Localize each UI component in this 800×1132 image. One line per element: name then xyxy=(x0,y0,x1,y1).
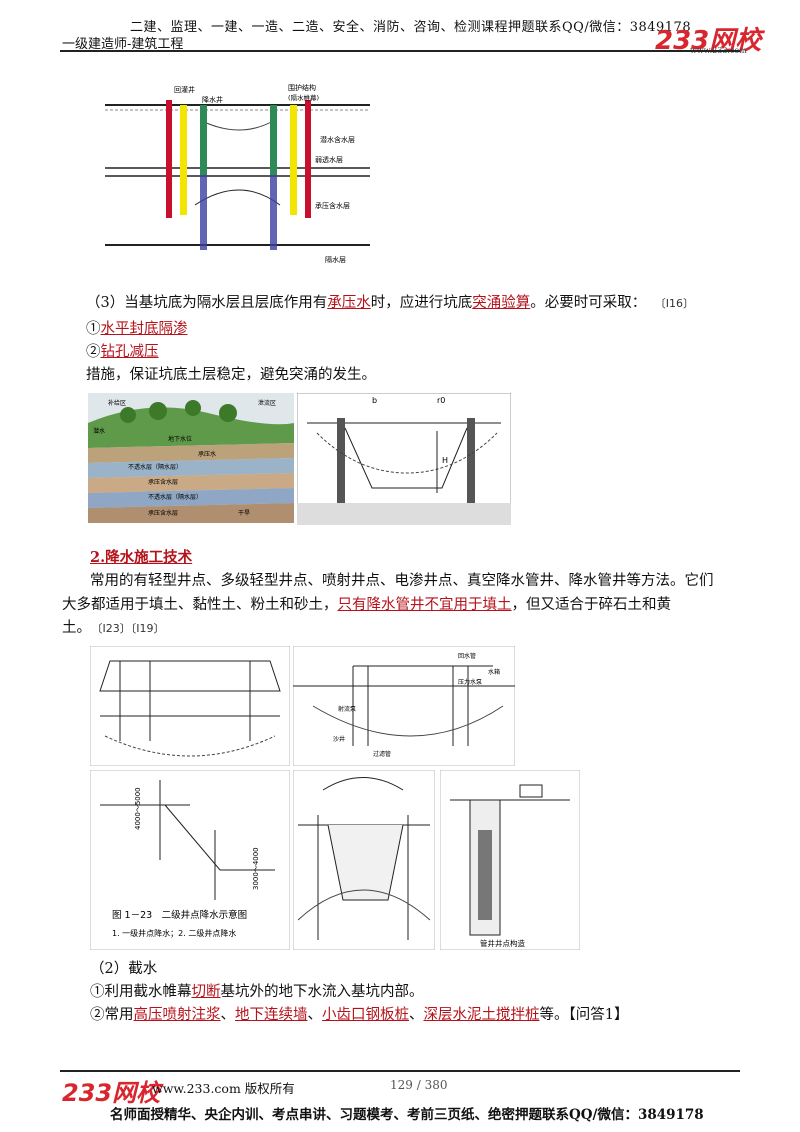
label-tube-well: 管井井点构造 xyxy=(480,938,525,948)
footer-contact-line: 名师面授精华、央企内训、考点串讲、习题模考、考前三页纸、绝密押题联系QQ/微信：… xyxy=(110,1107,704,1123)
figure-caption-title: 图 1－23 二级井点降水示意图 xyxy=(112,909,247,921)
line2-pre: 大多都适用于填土、黏性土、粉土和砂土， xyxy=(62,597,338,613)
label-confined-aquifer2: 承压含水层 xyxy=(148,509,178,517)
label-phreatic: 潜水含水层 xyxy=(320,135,355,144)
para3-post: 。必要时可采取： xyxy=(530,295,647,311)
label-recharge: 回灌井 xyxy=(174,85,195,94)
figure-wells-section: 回灌井 降水井 围护结构 (隔水帷幕) 潜水含水层 弱透水层 承压含水层 隔水层 xyxy=(105,83,370,264)
method-sheet-pile: 小齿口钢板桩 xyxy=(322,1007,409,1023)
label-filter-pipe: 过滤管 xyxy=(373,750,391,758)
header-subject: 一级建造师-建筑工程 xyxy=(62,37,184,52)
item2-prefix: ② xyxy=(86,344,101,360)
label-confined-water: 承压水 xyxy=(198,450,216,458)
footer-logo: 233网校 xyxy=(62,1079,161,1107)
footer-divider xyxy=(60,1070,740,1072)
figure-jet-wellpoint: 回水管 射流泵 压力水泵 水箱 沙井 过滤管 xyxy=(293,646,515,766)
method-cement-mixing: 深层水泥土搅拌桩 xyxy=(423,1007,540,1023)
para3-pre: （3）当基坑底为隔水层且层底作用有 xyxy=(86,295,328,311)
label-discharge-zone: 泄流区 xyxy=(258,399,276,407)
term-uplift-check: 突涌验算 xyxy=(472,295,531,311)
header-contact-line: 二建、监理、一建、一造、二造、安全、消防、咨询、检测课程押题联系QQ/微信：38… xyxy=(130,20,692,35)
exam-tags: 〔Ⅰ23〕〔Ⅰ19〕 xyxy=(97,622,165,635)
section2-line2: 大多都适用于填土、黏性土、粉土和砂土，只有降水管井不宜用于填土，但又适合于碎石土… xyxy=(62,594,671,617)
sep2: 、 xyxy=(307,1007,323,1023)
label-impervious1: 不透水层（隔水层） xyxy=(128,463,182,471)
line3-text: 土。 xyxy=(62,620,91,636)
label-recharge-zone: 补给区 xyxy=(108,399,126,407)
label-confined: 承压含水层 xyxy=(315,201,350,210)
figure-caption-sub: 1. 一级井点降水；2. 二级井点降水 xyxy=(112,928,236,938)
page-number: 129 / 380 xyxy=(390,1078,448,1092)
label-jet-pump: 射流泵 xyxy=(338,705,356,713)
measure-text: 措施，保证坑底土层稳定，避免突涌的发生。 xyxy=(86,367,376,383)
figure-excavation-pit: b r0 H xyxy=(297,393,511,525)
header-divider xyxy=(60,50,740,52)
dim-h: H xyxy=(442,456,448,465)
filter-left xyxy=(200,175,207,250)
cutoff-line1: ①利用截水帷幕切断基坑外的地下水流入基坑内部。 xyxy=(90,981,424,1004)
cutoff-line2-post: 等。【问答1】 xyxy=(539,1007,629,1023)
label-dewatering: 降水井 xyxy=(202,95,223,104)
recharge-well-right xyxy=(305,100,311,218)
figure-aquifer-landscape: 补给区 潜水 地下水位 承压水 不透水层（隔水层） 承压含水层 不透水层（隔水层… xyxy=(88,393,294,523)
dewatering-well-left xyxy=(200,105,207,175)
dim-r0: r0 xyxy=(437,396,445,405)
section2-line3: 土。〔Ⅰ23〕〔Ⅰ19〕 xyxy=(62,617,164,640)
support-wall-right xyxy=(290,105,297,215)
item2-text: 钻孔减压 xyxy=(100,344,159,360)
item1-text: 水平封底隔渗 xyxy=(100,321,188,337)
item-2: ②钻孔减压 xyxy=(86,341,159,364)
dim-b: b xyxy=(372,396,377,405)
cutoff-line2: ②常用高压喷射注浆、地下连续墙、小齿口钢板桩、深层水泥土搅拌桩等。【问答1】 xyxy=(90,1004,628,1027)
label-phreatic2: 潜水 xyxy=(93,427,105,435)
figure-tube-well: 管井井点构造 xyxy=(440,770,580,950)
figure-light-wellpoint xyxy=(90,646,290,766)
label-water-tank: 水箱 xyxy=(488,668,500,676)
label-return-pipe: 回水管 xyxy=(458,652,476,660)
cutoff-title: （2）截水 xyxy=(90,961,158,977)
label-sand-well: 沙井 xyxy=(333,735,345,743)
section2-line1: 常用的有轻型井点、多级轻型井点、喷射井点、电渗井点、真空降水管井、降水管井等方法… xyxy=(90,573,714,589)
figure-two-stage-wellpoint: 4000～5000 3000～4000 图 1－23 二级井点降水示意图 1. … xyxy=(90,770,290,950)
support-wall-left xyxy=(180,105,187,215)
label-support: 围护结构 xyxy=(288,83,316,92)
recharge-well-pipe xyxy=(166,100,172,218)
dewatering-well-right xyxy=(270,105,277,175)
label-confined-aquifer1: 承压含水层 xyxy=(148,478,178,486)
cutoff-line1-post: 基坑外的地下水流入基坑内部。 xyxy=(220,984,424,1000)
section-heading-text: 2.降水施工技术 xyxy=(90,549,193,566)
method-diaphragm-wall: 地下连续墙 xyxy=(235,1007,308,1023)
para3-mid: 时，应进行坑底 xyxy=(370,295,473,311)
sep1: 、 xyxy=(220,1007,236,1023)
sep3: 、 xyxy=(409,1007,424,1023)
term-confined-water: 承压水 xyxy=(327,295,371,311)
cutoff-line1-red: 切断 xyxy=(191,984,221,1000)
item1-prefix: ① xyxy=(86,321,101,337)
label-water-table: 地下水位 xyxy=(168,435,192,443)
dim-4000-5000: 4000～5000 xyxy=(134,787,142,830)
label-impervious2: 不透水层（隔水层） xyxy=(148,493,202,501)
dim-3000-4000: 3000～4000 xyxy=(252,847,260,890)
section-heading: 2.降水施工技术 xyxy=(90,546,192,569)
cutoff-line2-pre: ②常用 xyxy=(90,1007,134,1023)
figure-electro-osmosis xyxy=(293,770,435,950)
label-aquiclude: 隔水层 xyxy=(325,255,346,264)
line2-post: ，但又适合于碎石土和黄 xyxy=(511,597,672,613)
label-pressure-pump: 压力水泵 xyxy=(458,678,482,686)
label-weak: 弱透水层 xyxy=(315,155,343,164)
label-support-sub: (隔水帷幕) xyxy=(288,93,319,102)
cutoff-line1-pre: ①利用截水帷幕 xyxy=(90,984,192,1000)
exam-tag: 〔Ⅰ16〕 xyxy=(660,297,694,310)
footer-site: www.233.com 版权所有 xyxy=(152,1081,295,1096)
line2-red: 只有降水管井不宜用于填土 xyxy=(337,597,512,613)
item-1: ①水平封底隔渗 xyxy=(86,318,188,341)
filter-right xyxy=(270,175,277,250)
label-dry: 干旱 xyxy=(238,510,250,517)
paragraph-3: （3）当基坑底为隔水层且层底作用有承压水时，应进行坑底突涌验算。必要时可采取： 〔… xyxy=(86,292,694,315)
method-jet-grouting: 高压喷射注浆 xyxy=(133,1007,221,1023)
